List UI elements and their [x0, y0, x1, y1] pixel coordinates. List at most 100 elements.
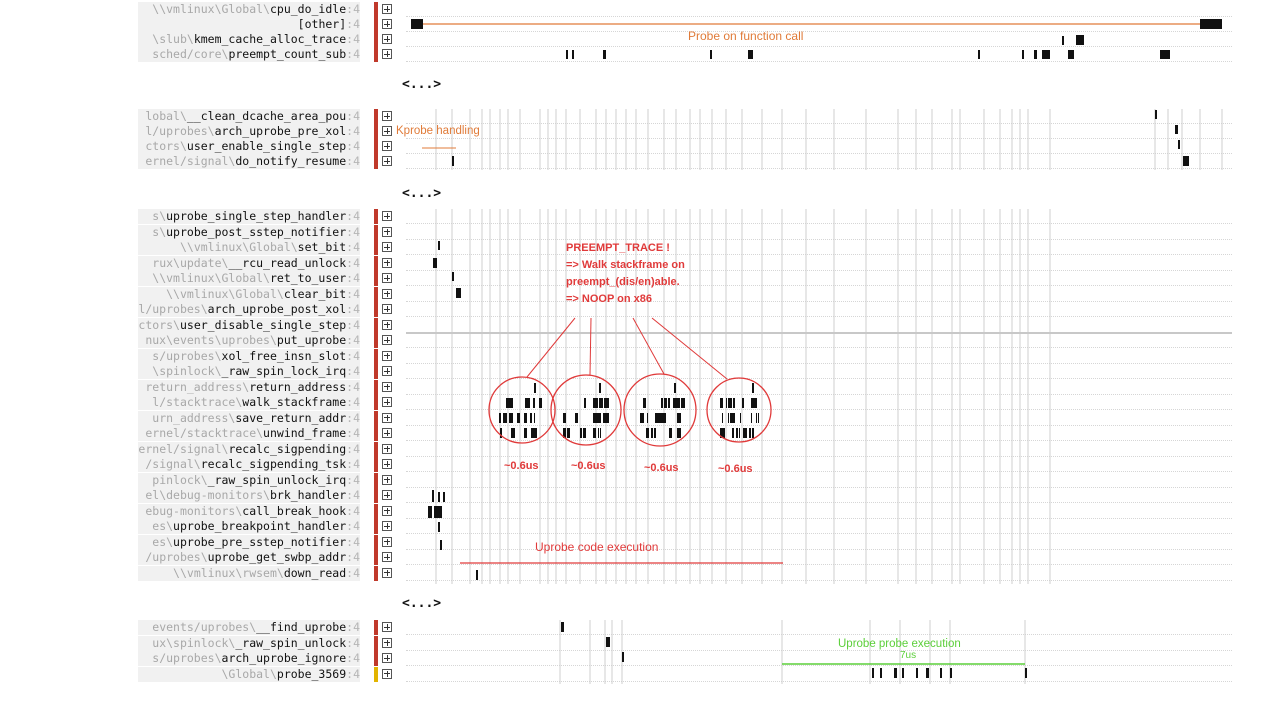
timeline-track — [406, 256, 1232, 271]
trace-row[interactable]: rux\update\__rcu_read_unlock:4 — [0, 255, 1280, 271]
trace-row[interactable]: /uprobes\uprobe_get_swbp_addr:4 — [0, 550, 1280, 565]
expand-plus-icon[interactable] — [382, 126, 392, 136]
expand-plus-icon[interactable] — [382, 490, 392, 500]
trace-row[interactable]: s\uprobe_single_step_handler:4 — [0, 209, 1280, 224]
expand-plus-icon[interactable] — [382, 567, 392, 578]
trace-row[interactable]: nux\events\uprobes\put_uprobe:4 — [0, 333, 1280, 348]
row-color-bar — [374, 255, 378, 271]
trace-row[interactable]: urn_address\save_return_addr:4 — [0, 410, 1280, 426]
function-label: \spinlock\_raw_spin_lock_irq:4 — [138, 364, 360, 379]
expand-plus-icon[interactable] — [382, 459, 392, 469]
timeline-track — [406, 302, 1232, 317]
trace-row[interactable]: events/uprobes\__find_uprobe:4 — [0, 620, 1280, 635]
expand-plus-icon[interactable] — [382, 397, 392, 407]
trace-row[interactable]: ebug-monitors\call_break_hook:4 — [0, 503, 1280, 519]
trace-row[interactable]: \\vmlinux\Global\clear_bit:4 — [0, 286, 1280, 302]
function-label: s\uprobe_post_sstep_notifier:4 — [138, 224, 360, 240]
expand-plus-icon[interactable] — [382, 505, 392, 516]
trace-row[interactable]: \\vmlinux\rwsem\down_read:4 — [0, 565, 1280, 581]
row-color-bar — [374, 154, 378, 169]
expand-plus-icon[interactable] — [382, 412, 392, 423]
function-label: ctors\user_disable_single_step:4 — [138, 317, 360, 333]
trace-row[interactable]: s/uprobes\xol_free_insn_slot:4 — [0, 348, 1280, 364]
expand-plus-icon[interactable] — [382, 242, 392, 252]
expand-plus-icon[interactable] — [382, 622, 392, 632]
expand-plus-icon[interactable] — [382, 273, 392, 283]
trace-row[interactable]: ux\spinlock\_raw_spin_unlock:4 — [0, 635, 1280, 651]
expand-plus-icon[interactable] — [382, 335, 392, 345]
function-label: ebug-monitors\call_break_hook:4 — [138, 503, 360, 519]
row-color-bar — [374, 441, 378, 457]
timeline-track — [406, 620, 1232, 635]
trace-row[interactable]: \spinlock\_raw_spin_lock_irq:4 — [0, 364, 1280, 379]
expand-plus-icon[interactable] — [382, 536, 392, 547]
trace-row[interactable]: ctors\user_enable_single_step:4 — [0, 139, 1280, 154]
trace-row[interactable]: s\uprobe_post_sstep_notifier:4 — [0, 224, 1280, 240]
trace-row[interactable]: el\debug-monitors\brk_handler:4 — [0, 488, 1280, 503]
trace-row[interactable]: \Global\probe_3569:4 — [0, 666, 1280, 682]
trace-row[interactable]: ernel/signal\recalc_sigpending:4 — [0, 441, 1280, 457]
trace-row[interactable]: \\vmlinux\Global\set_bit:4 — [0, 240, 1280, 255]
expand-plus-icon[interactable] — [382, 211, 392, 221]
expand-plus-icon[interactable] — [382, 49, 392, 59]
function-label: pinlock\_raw_spin_unlock_irq:4 — [138, 472, 360, 488]
expand-plus-icon[interactable] — [382, 381, 392, 392]
expand-plus-icon[interactable] — [382, 156, 392, 166]
trace-row[interactable]: \\vmlinux\Global\ret_to_user:4 — [0, 271, 1280, 286]
expand-plus-icon[interactable] — [382, 350, 392, 361]
timeline-track — [406, 240, 1232, 255]
expand-plus-icon[interactable] — [382, 637, 392, 648]
expand-plus-icon[interactable] — [382, 521, 392, 531]
expand-plus-icon[interactable] — [382, 34, 392, 44]
expand-plus-icon[interactable] — [382, 141, 392, 151]
expand-plus-icon[interactable] — [382, 668, 392, 679]
timeline-track — [406, 2, 1232, 17]
row-color-bar — [374, 534, 378, 550]
trace-row[interactable]: ernel/stacktrace\unwind_frame:4 — [0, 426, 1280, 441]
trace-row[interactable]: lobal\__clean_dcache_area_pou:4 — [0, 109, 1280, 124]
trace-row[interactable]: [other]:4 — [0, 17, 1280, 32]
trace-row[interactable]: return_address\return_address:4 — [0, 379, 1280, 395]
trace-row[interactable]: sched/core\preempt_count_sub:4 — [0, 47, 1280, 62]
expand-plus-icon[interactable] — [382, 288, 392, 299]
expand-plus-icon[interactable] — [382, 257, 392, 268]
timeline-track — [406, 535, 1232, 550]
expand-plus-icon[interactable] — [382, 4, 392, 14]
trace-row[interactable]: l/uprobes\arch_uprobe_pre_xol:4 — [0, 124, 1280, 139]
collapsed-gap[interactable]: <...> — [402, 77, 442, 92]
function-label: urn_address\save_return_addr:4 — [138, 410, 360, 426]
expand-plus-icon[interactable] — [382, 443, 392, 454]
function-label: lobal\__clean_dcache_area_pou:4 — [138, 109, 360, 124]
expand-plus-icon[interactable] — [382, 111, 392, 121]
trace-row[interactable]: /signal\recalc_sigpending_tsk:4 — [0, 457, 1280, 472]
collapsed-gap[interactable]: <...> — [402, 596, 442, 611]
trace-row[interactable]: s/uprobes\arch_uprobe_ignore:4 — [0, 651, 1280, 666]
function-label: events/uprobes\__find_uprobe:4 — [138, 620, 360, 635]
function-label: l/uprobes\arch_uprobe_post_xol:4 — [138, 302, 360, 317]
timeline-track — [406, 209, 1232, 224]
expand-plus-icon[interactable] — [382, 653, 392, 663]
trace-row[interactable]: pinlock\_raw_spin_unlock_irq:4 — [0, 472, 1280, 488]
expand-plus-icon[interactable] — [382, 428, 392, 438]
trace-row[interactable]: es\uprobe_pre_sstep_notifier:4 — [0, 534, 1280, 550]
trace-row[interactable]: ernel/signal\do_notify_resume:4 — [0, 154, 1280, 169]
trace-row[interactable]: l/stacktrace\walk_stackframe:4 — [0, 395, 1280, 410]
trace-row[interactable]: \slub\kmem_cache_alloc_trace:4 — [0, 32, 1280, 47]
function-label: \\vmlinux\rwsem\down_read:4 — [138, 565, 360, 581]
expand-plus-icon[interactable] — [382, 226, 392, 237]
expand-plus-icon[interactable] — [382, 19, 392, 29]
function-label: ernel/stacktrace\unwind_frame:4 — [138, 426, 360, 441]
trace-row[interactable]: \\vmlinux\Global\cpu_do_idle:4 — [0, 2, 1280, 17]
collapsed-gap[interactable]: <...> — [402, 186, 442, 201]
expand-plus-icon[interactable] — [382, 304, 392, 314]
expand-plus-icon[interactable] — [382, 366, 392, 376]
expand-plus-icon[interactable] — [382, 319, 392, 330]
row-color-bar — [374, 379, 378, 395]
trace-row[interactable]: ctors\user_disable_single_step:4 — [0, 317, 1280, 333]
trace-row[interactable]: es\uprobe_breakpoint_handler:4 — [0, 519, 1280, 534]
expand-plus-icon[interactable] — [382, 552, 392, 562]
duration-label: ~0.6us — [644, 462, 679, 474]
trace-row[interactable]: l/uprobes\arch_uprobe_post_xol:4 — [0, 302, 1280, 317]
row-color-bar — [374, 47, 378, 62]
expand-plus-icon[interactable] — [382, 474, 392, 485]
